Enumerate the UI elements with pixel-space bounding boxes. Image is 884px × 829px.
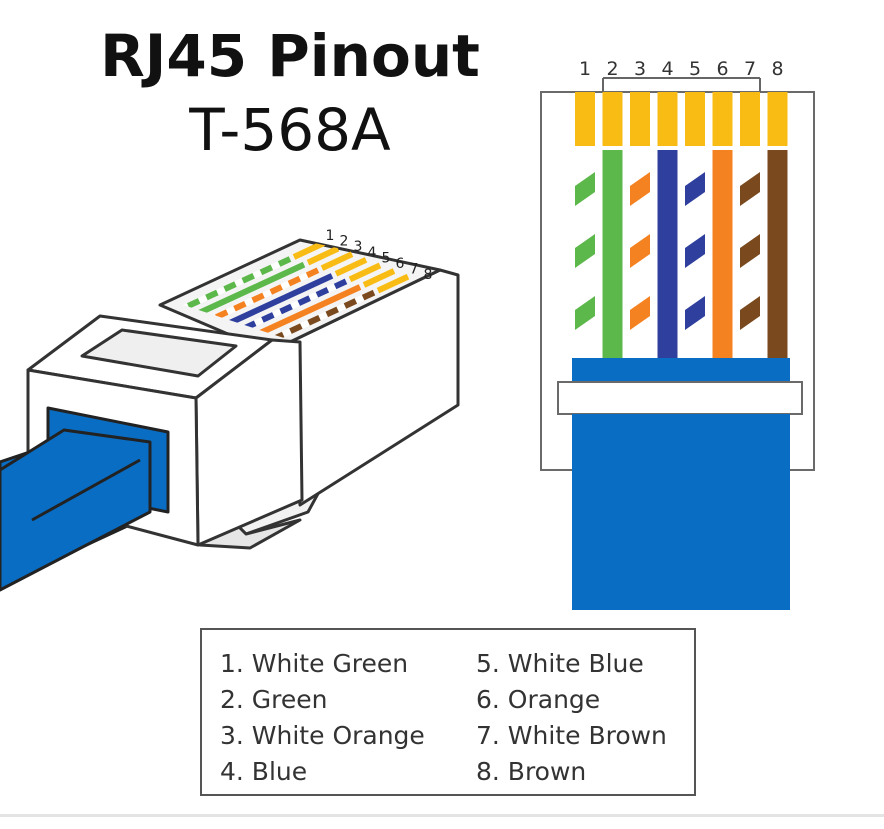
wire-stripe [740, 296, 760, 330]
legend-item: 1. White Green [220, 649, 409, 678]
cable-highlight [31, 458, 141, 522]
gold-contact [575, 92, 595, 146]
wire-solid-2 [187, 261, 306, 321]
wire-set [575, 92, 788, 358]
gold-contact [657, 92, 678, 146]
pin-number-label: 5 [689, 58, 701, 80]
wire-stripe [685, 296, 705, 330]
wire-solid-4 [215, 273, 334, 332]
legend-item: 2. Green [220, 685, 328, 714]
wire-stripe [630, 234, 650, 268]
pin-number-label: 6 [716, 58, 728, 80]
wire-stripe [575, 234, 595, 268]
wire-stripe [173, 256, 292, 315]
cable-jacket [572, 414, 790, 610]
legend-item: 7. White Brown [476, 721, 667, 750]
gold-contact [320, 251, 354, 271]
legend-item: 3. White Orange [220, 721, 425, 750]
legend-column-left: 1. White Green 2. Green 3. White Orange … [220, 646, 425, 790]
pin-number-label: 1 [326, 228, 335, 244]
diagram-title: RJ45 Pinout [100, 22, 480, 90]
gold-contact [292, 240, 326, 260]
wire-stripe [740, 234, 760, 268]
legend-column-right: 5. White Blue 6. Orange 7. White Brown 8… [476, 646, 667, 790]
gold-contact [362, 268, 396, 288]
legend-item: 5. White Blue [476, 649, 644, 678]
wire-stripe [201, 267, 320, 326]
gold-contact [348, 262, 382, 283]
gold-contact [685, 92, 705, 146]
wire-stripe [685, 172, 705, 206]
wire-stripe [229, 278, 348, 338]
legend-item: 6. Orange [476, 685, 601, 714]
pin-number-label: 8 [771, 58, 783, 80]
pin-number-label: 7 [744, 58, 756, 80]
pin-number-label: 5 [382, 250, 391, 266]
wire-stripe [630, 172, 650, 206]
gold-contact [712, 92, 733, 146]
wire-stripe [685, 234, 705, 268]
cable-front [0, 428, 152, 592]
pin-number-label: 1 [579, 58, 591, 80]
pin-number-label: 2 [340, 234, 349, 250]
wire-solid-2 [602, 150, 623, 358]
pin-number-label: 3 [354, 239, 363, 255]
gold-contact [740, 92, 760, 146]
pin-number-label: 4 [661, 58, 673, 80]
pin-number-label: 7 [410, 262, 419, 278]
gold-contact [306, 245, 340, 266]
wire-stripe [630, 296, 650, 330]
gold-contact [334, 257, 368, 277]
wire-stripe [575, 296, 595, 330]
wire-solid-8 [767, 150, 788, 358]
diagram-standard: T-568A [189, 96, 391, 164]
wire-stripe [740, 172, 760, 206]
legend-item: 4. Blue [220, 757, 308, 786]
wire-solid-4 [657, 150, 678, 358]
wire-stripe [575, 172, 595, 206]
pin-number-label: 3 [634, 58, 646, 80]
plug-front-top-inset [80, 328, 238, 378]
wire-solid-6 [243, 284, 362, 340]
pin-number-label: 2 [606, 58, 618, 80]
legend-item: 8. Brown [476, 757, 587, 786]
gold-contact [376, 273, 410, 294]
gold-contact [767, 92, 788, 146]
wire-solid-6 [712, 150, 733, 358]
gold-contact [630, 92, 650, 146]
bottom-divider [0, 814, 884, 817]
pin-number-label: 6 [396, 256, 405, 272]
wire-color-legend: 1. White Green 2. Green 3. White Orange … [200, 628, 696, 796]
gold-contact [602, 92, 623, 146]
pin-number-label: 4 [368, 245, 377, 261]
pin-number-label: 8 [424, 267, 433, 283]
strain-relief-bar [557, 381, 803, 415]
